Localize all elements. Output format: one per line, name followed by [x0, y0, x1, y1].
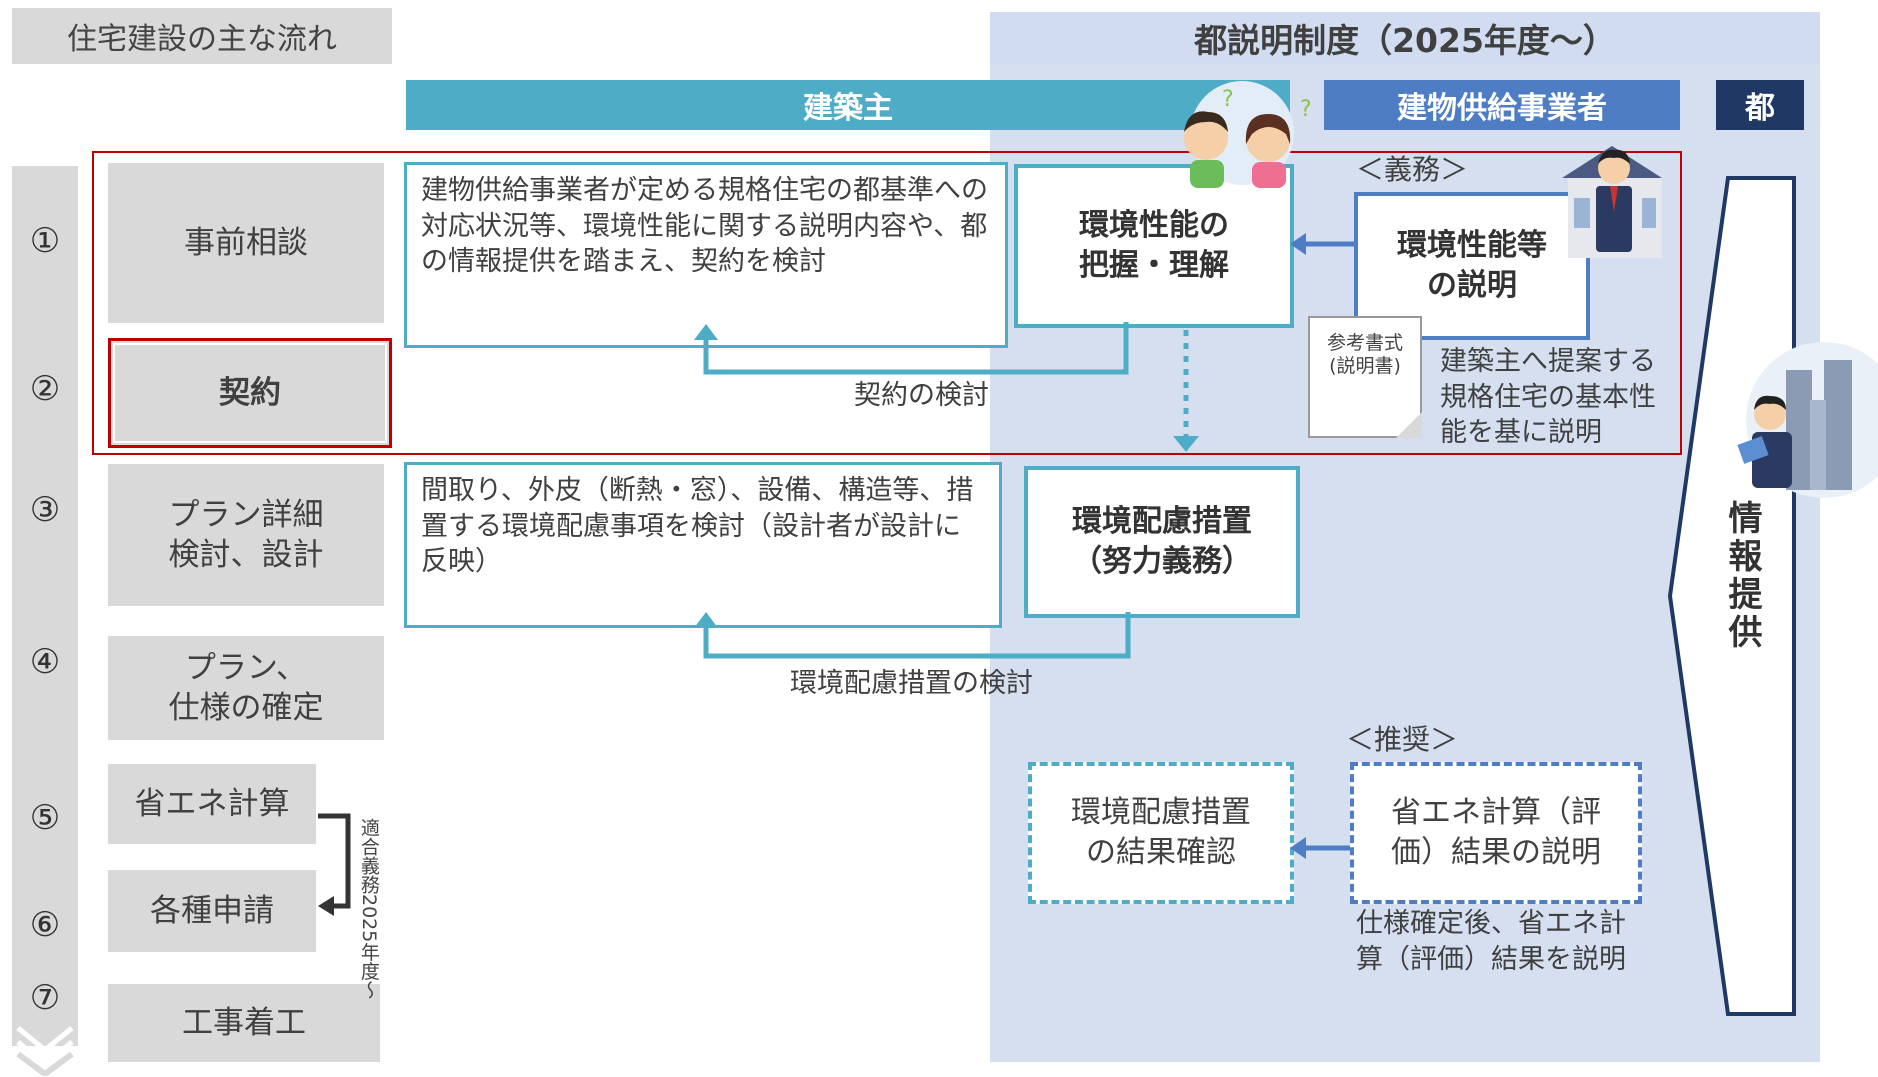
step-bar-chevron-icon	[16, 1026, 74, 1076]
explain-box: 環境性能等 の説明	[1354, 192, 1590, 340]
step-2-box: 契約	[108, 338, 392, 448]
step-6-box: 各種申請	[108, 870, 316, 952]
energy-explain-box: 省エネ計算（評 価）結果の説明	[1350, 762, 1642, 904]
official-building-icon	[1737, 342, 1878, 498]
step-3-box: プラン詳細 検討、設計	[108, 464, 384, 606]
supplier-note: 建築主へ提案する 規格住宅の基本性 能を基に説明	[1440, 346, 1656, 449]
owner-consult-note: 建物供給事業者が定める規格住宅の都基準への対応状況等、環境性能に関する説明内容や…	[404, 162, 1008, 348]
actor-tokyo-header: 都	[1716, 80, 1804, 130]
contract-phase-frame	[92, 151, 1682, 455]
recommended-label: ＜推奨＞	[1346, 723, 1459, 756]
step-number-3: ③	[29, 490, 61, 530]
step-1-box: 事前相談	[108, 163, 384, 323]
step-number-7: ⑦	[29, 978, 61, 1018]
deadline-note: 適合義務2025年度〜	[357, 818, 380, 1000]
info-provision-label: 情報提供	[1722, 500, 1762, 652]
step-bar	[12, 166, 78, 1046]
step-number-6: ⑥	[29, 905, 61, 945]
svg-text:?: ?	[1222, 87, 1234, 112]
step-4-box: プラン、 仕様の確定	[108, 636, 384, 740]
step-7-box: 工事着工	[108, 984, 380, 1062]
businessman-house-icon	[1562, 146, 1662, 258]
flow-title: 住宅建設の主な流れ	[12, 8, 392, 64]
actor-owner-header: 建築主	[406, 80, 1290, 130]
reference-form-doc: 参考書式 (説明書)	[1308, 316, 1422, 438]
measures-box: 環境配慮措置 （努力義務）	[1024, 466, 1300, 618]
understand-box: 環境性能の 把握・理解	[1014, 164, 1294, 328]
owner-design-note: 間取り、外皮（断熱・窓）、設備、構造等、措置する環境配慮事項を検討（設計者が設計…	[404, 462, 1002, 628]
result-check-box: 環境配慮措置 の結果確認	[1028, 762, 1294, 904]
measures-review-label: 環境配慮措置の検討	[790, 668, 1033, 699]
step-number-1: ①	[29, 221, 61, 261]
contract-review-label: 契約の検討	[854, 380, 989, 411]
deadline-bracket-arrow	[318, 813, 351, 916]
obligation-label: ＜義務＞	[1356, 153, 1469, 186]
energy-note: 仕様確定後、省エネ計 算（評価）結果を説明	[1356, 908, 1626, 975]
system-title: 都説明制度（2025年度～）	[990, 12, 1820, 64]
step-number-5: ⑤	[29, 798, 61, 838]
svg-text:?: ?	[1300, 97, 1312, 122]
step-number-4: ④	[29, 642, 61, 682]
step-number-2: ②	[29, 369, 61, 409]
doc-fold-icon	[1396, 412, 1422, 438]
step-5-box: 省エネ計算	[108, 764, 316, 844]
actor-supplier-header: 建物供給事業者	[1324, 80, 1680, 130]
couple-icon: ? ?	[1184, 81, 1312, 188]
